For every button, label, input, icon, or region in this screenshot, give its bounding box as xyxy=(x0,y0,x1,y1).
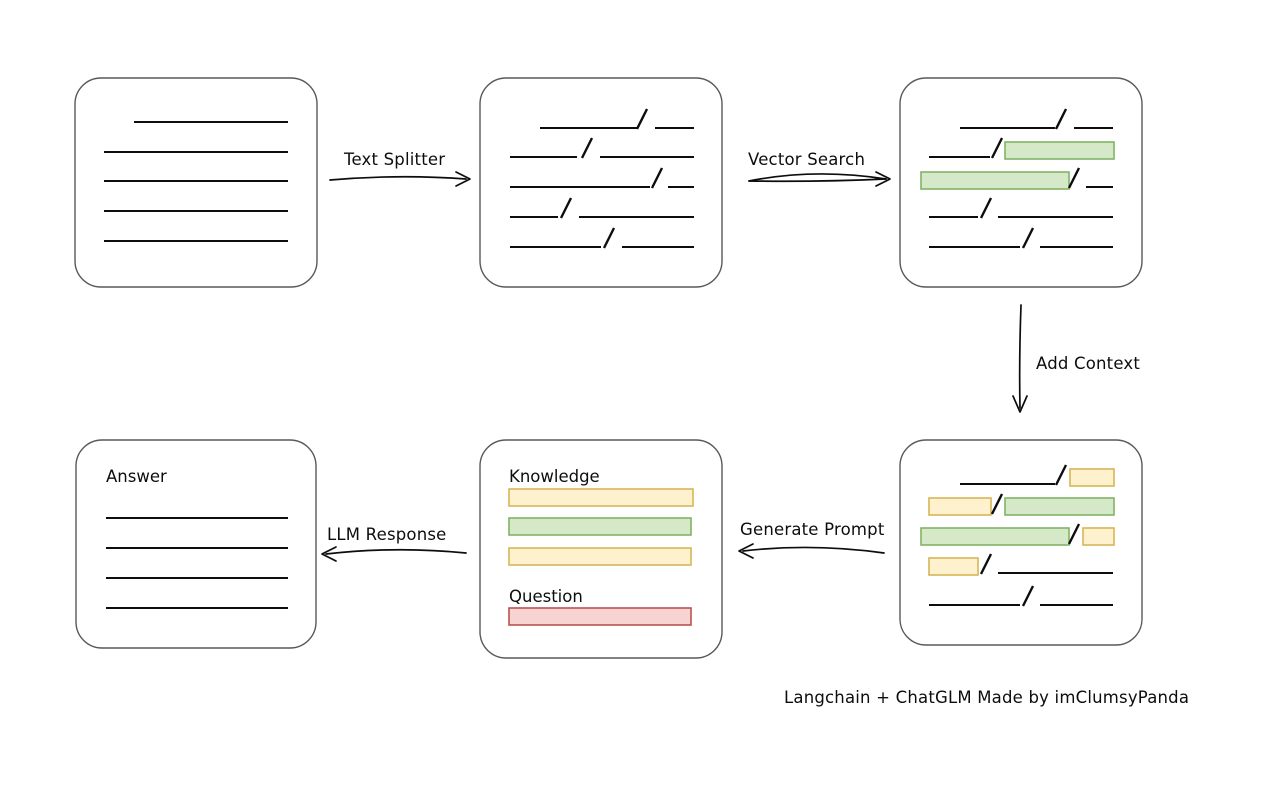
content-row xyxy=(510,167,694,189)
content-row xyxy=(960,464,1115,487)
node-vector-matches[interactable] xyxy=(899,77,1143,288)
chunk-separator-slash xyxy=(1067,523,1081,545)
content-row xyxy=(540,108,694,130)
edge-shaft xyxy=(1018,304,1022,409)
chunk-separator-slash xyxy=(602,227,616,249)
chunk-separator-slash xyxy=(580,137,594,159)
edge-edge-generate-prompt[interactable]: Generate Prompt xyxy=(738,520,885,559)
content-row xyxy=(508,607,692,626)
node-frame-answer xyxy=(75,439,317,649)
chunk-separator-slash xyxy=(559,197,573,219)
chunk-separator-slash xyxy=(990,493,1004,515)
node-split-chunks[interactable] xyxy=(479,77,723,288)
highlight-bar-yellow xyxy=(1069,468,1115,487)
node-source-document[interactable] xyxy=(74,77,318,288)
chunk-separator-slash xyxy=(1054,464,1068,486)
content-row xyxy=(928,493,1115,516)
edge-edge-text-splitter[interactable]: Text Splitter xyxy=(329,150,471,187)
node-heading-prompt-0: Knowledge xyxy=(509,467,600,486)
chunk-separator-slash xyxy=(1021,227,1035,249)
content-row xyxy=(929,585,1113,607)
content-row xyxy=(960,108,1113,130)
content-row xyxy=(510,137,694,159)
edge-label-edge-llm-response: LLM Response xyxy=(327,525,447,544)
highlight-bar-red xyxy=(508,607,692,626)
node-context-chunks[interactable] xyxy=(899,439,1143,646)
highlight-bar-green xyxy=(920,171,1070,190)
node-frame-split-chunks xyxy=(479,77,723,288)
edge-arrowhead-icon xyxy=(875,171,891,187)
edge-label-edge-vector-search: Vector Search xyxy=(748,150,865,169)
chunk-separator-slash xyxy=(979,553,993,575)
highlight-bar-yellow xyxy=(1082,527,1115,546)
chunk-separator-slash xyxy=(635,108,649,130)
chunk-separator-slash xyxy=(1067,167,1081,189)
highlight-bar-green xyxy=(1004,141,1115,160)
content-row xyxy=(508,547,692,566)
highlight-bar-yellow xyxy=(928,497,992,516)
edge-label-edge-generate-prompt: Generate Prompt xyxy=(740,520,885,539)
edge-arrowhead-icon xyxy=(738,543,754,559)
edge-arrowhead-icon xyxy=(1012,395,1028,413)
content-row xyxy=(920,167,1113,190)
edge-arrowhead-icon xyxy=(455,171,471,187)
content-row xyxy=(929,227,1113,249)
content-row xyxy=(929,137,1115,160)
node-heading-answer-0: Answer xyxy=(106,467,167,486)
content-row xyxy=(920,523,1115,546)
content-row xyxy=(510,197,694,219)
node-heading-prompt-1: Question xyxy=(509,587,583,606)
chunk-separator-slash xyxy=(979,197,993,219)
edge-label-edge-add-context: Add Context xyxy=(1036,354,1140,373)
highlight-bar-green xyxy=(920,527,1070,546)
content-row xyxy=(929,197,1113,219)
footer-credit: Langchain + ChatGLM Made by imClumsyPand… xyxy=(784,688,1189,707)
content-row xyxy=(508,517,692,536)
edge-edge-llm-response[interactable]: LLM Response xyxy=(321,525,467,562)
chunk-separator-slash xyxy=(650,167,664,189)
highlight-bar-yellow xyxy=(508,488,694,507)
node-answer[interactable]: Answer xyxy=(75,439,317,649)
highlight-bar-yellow xyxy=(508,547,692,566)
edge-shaft xyxy=(742,546,885,554)
content-row xyxy=(508,488,694,507)
highlight-bar-yellow xyxy=(928,557,979,576)
node-frame-source-document xyxy=(74,77,318,288)
edge-label-edge-text-splitter: Text Splitter xyxy=(343,150,445,169)
edge-arrowhead-icon xyxy=(321,546,337,562)
edge-shaft xyxy=(748,173,887,182)
chunk-separator-slash xyxy=(990,137,1004,159)
chunk-separator-slash xyxy=(1021,585,1035,607)
highlight-bar-green xyxy=(1004,497,1115,516)
edge-shaft xyxy=(325,548,467,555)
edge-edge-vector-search[interactable]: Vector Search xyxy=(748,150,891,187)
chunk-separator-slash xyxy=(1054,108,1068,130)
content-row xyxy=(928,553,1113,576)
edge-edge-add-context[interactable]: Add Context xyxy=(1012,304,1140,413)
edge-shaft xyxy=(329,175,467,181)
highlight-bar-green xyxy=(508,517,692,536)
edge-shaft-secondary xyxy=(748,178,887,183)
content-row xyxy=(510,227,694,249)
